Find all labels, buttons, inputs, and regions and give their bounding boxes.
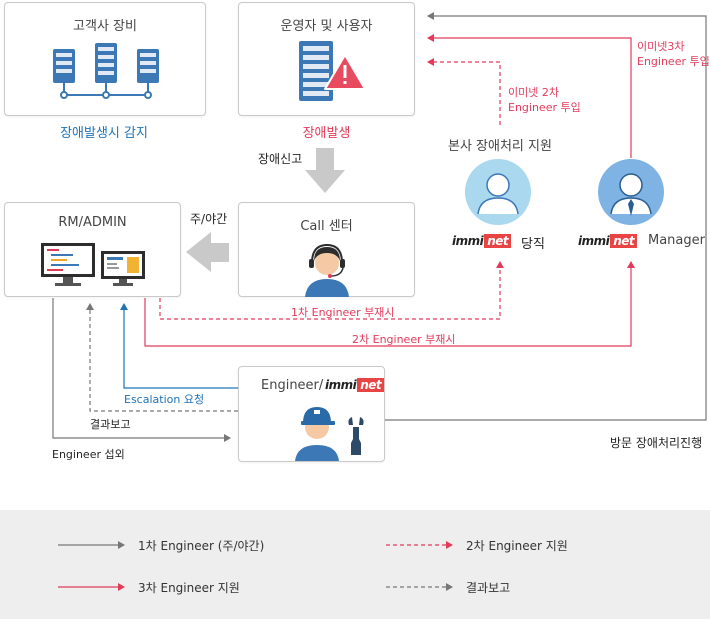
escalation-label: Escalation 요청 [124, 393, 205, 406]
report-label: 장애신고 [258, 152, 303, 166]
immi3-label-line2: Engineer 투입 [637, 55, 710, 68]
operator-box: 운영자 및 사용자 [238, 2, 415, 116]
hq-support-title: 본사 장애처리 지원 [448, 139, 552, 154]
result-report-label: 결과보고 [90, 418, 131, 431]
rm-admin-box: RM/ADMIN [4, 202, 181, 297]
absent-2-line [144, 261, 635, 347]
brand-part2: net [610, 234, 638, 248]
customer-equipment-title: 고객사 장비 [73, 19, 137, 34]
brand-part2: net [357, 378, 385, 392]
operator-failure-label: 장애발생 [302, 126, 351, 141]
call-agent-icon [305, 243, 349, 297]
brand-part2: net [484, 234, 512, 248]
duty-person-icon [465, 159, 531, 225]
day-night-arrow [186, 232, 229, 272]
immi3-label-line1: 이미넷3차 [637, 40, 685, 53]
absent-2-label: 2차 Engineer 부재시 [352, 333, 456, 346]
legend-item-3: 3차 Engineer 지원 [138, 581, 240, 595]
visit-line [384, 12, 707, 421]
legend-panel: 1차 Engineer (주/야간) 2차 Engineer 지원 3차 Eng… [0, 510, 710, 619]
operator-title: 운영자 및 사용자 [280, 19, 373, 34]
legend-lines [58, 541, 453, 591]
result-report-line [86, 303, 238, 412]
engineer-contact-label: Engineer 섭외 [52, 448, 125, 461]
brand-part1: immi [578, 234, 610, 248]
engineer-contact-line [52, 298, 231, 442]
call-center-box: Call 센터 [238, 202, 415, 297]
server-alert-icon [299, 41, 366, 101]
server-rack-icon [53, 43, 159, 99]
legend-item-2: 2차 Engineer 지원 [466, 539, 568, 553]
immi2-label-line1: 이미넷 2차 [508, 86, 559, 99]
absent-1-line [159, 261, 504, 320]
day-night-label: 주/야간 [190, 212, 228, 226]
customer-equipment-box: 고객사 장비 [4, 2, 206, 116]
call-center-title: Call 센터 [300, 219, 353, 234]
brand-part1: immi [452, 234, 484, 248]
duty-role-label: 당직 [521, 237, 545, 252]
monitors-icon [41, 243, 145, 286]
report-arrow [305, 148, 345, 193]
duty-to-operator-line [427, 58, 501, 125]
escalation-line [120, 303, 238, 389]
immi2-label-line2: Engineer 투입 [508, 101, 581, 114]
manager-person-icon [598, 159, 664, 225]
visit-label: 방문 장애처리진행 [610, 436, 703, 450]
manager-to-operator-line [427, 34, 632, 158]
engineer-title: Engineer/ [261, 378, 324, 393]
legend-item-1: 1차 Engineer (주/야간) [138, 539, 265, 553]
rm-admin-title: RM/ADMIN [58, 215, 127, 230]
brand-part1: immi [325, 378, 357, 392]
absent-1-label: 1차 Engineer 부재시 [291, 306, 395, 319]
manager-role-label: Manager [648, 233, 705, 248]
engineer-worker-icon [295, 407, 364, 461]
legend-item-4: 결과보고 [466, 581, 511, 595]
customer-detect-label: 장애발생시 감지 [60, 126, 148, 141]
